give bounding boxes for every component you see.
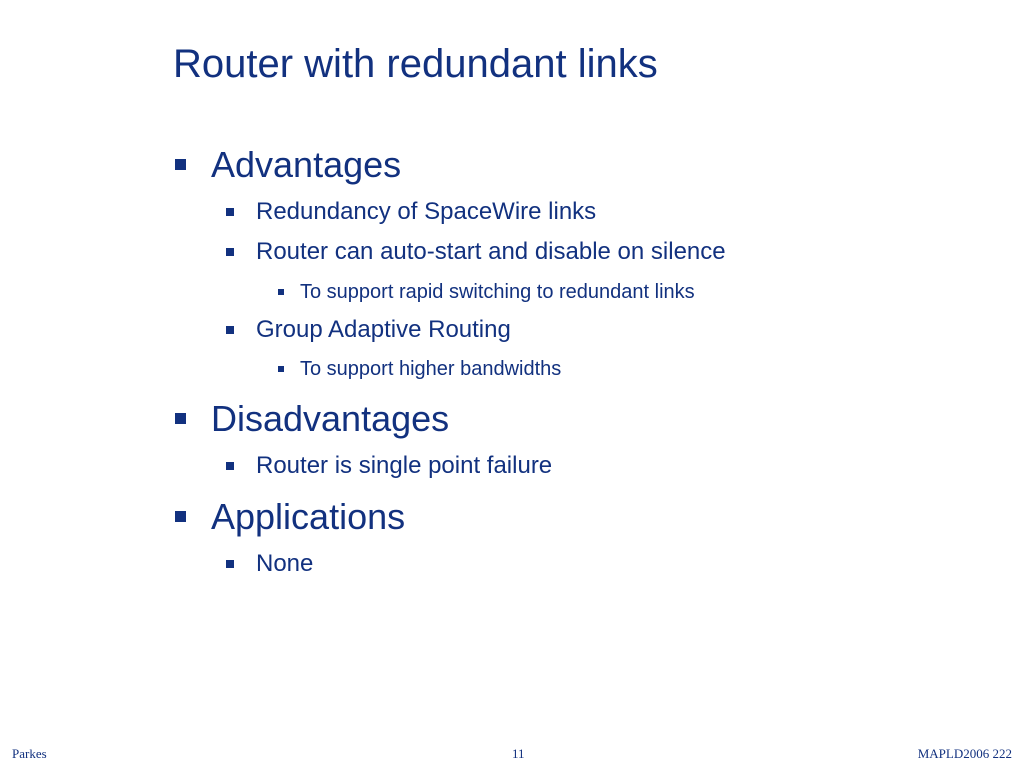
square-bullet-icon bbox=[175, 159, 186, 170]
square-bullet-icon bbox=[278, 289, 284, 295]
footer-author: Parkes bbox=[12, 746, 47, 761]
bullet-text: Group Adaptive Routing bbox=[256, 316, 511, 343]
square-bullet-icon bbox=[175, 511, 186, 522]
square-bullet-icon bbox=[175, 413, 186, 424]
footer-page-number: 11 bbox=[512, 746, 525, 761]
bullet-disadvantages: Disadvantages bbox=[175, 398, 450, 440]
bullet-text: Redundancy of SpaceWire links bbox=[256, 198, 597, 225]
bullet-auto-start: Router can auto-start and disable on sil… bbox=[226, 237, 726, 267]
bullet-text: Router can auto-start and disable on sil… bbox=[256, 238, 726, 265]
bullet-none: None bbox=[226, 549, 314, 579]
square-bullet-icon bbox=[226, 560, 234, 568]
bullet-text: Disadvantages bbox=[211, 398, 450, 439]
bullet-text: Applications bbox=[211, 496, 406, 537]
bullet-group-routing: Group Adaptive Routing bbox=[226, 315, 511, 345]
bullet-redundancy: Redundancy of SpaceWire links bbox=[226, 197, 597, 227]
square-bullet-icon bbox=[226, 208, 234, 216]
bullet-text: To support higher bandwidths bbox=[300, 358, 562, 380]
bullet-text: Advantages bbox=[211, 144, 402, 185]
bullet-applications: Applications bbox=[175, 496, 406, 538]
bullet-single-point: Router is single point failure bbox=[226, 451, 553, 481]
square-bullet-icon bbox=[226, 326, 234, 334]
bullet-text: Router is single point failure bbox=[256, 452, 553, 479]
bullet-text: To support rapid switching to redundant … bbox=[300, 281, 695, 303]
bullet-higher-bandwidths: To support higher bandwidths bbox=[278, 356, 562, 382]
square-bullet-icon bbox=[278, 366, 284, 372]
bullet-text: None bbox=[256, 550, 314, 577]
bullet-advantages: Advantages bbox=[175, 144, 402, 186]
square-bullet-icon bbox=[226, 462, 234, 470]
bullet-rapid-switching: To support rapid switching to redundant … bbox=[278, 279, 695, 305]
slide-title: Router with redundant links bbox=[173, 42, 658, 86]
footer-conference: MAPLD2006 222 bbox=[917, 746, 1012, 761]
square-bullet-icon bbox=[226, 248, 234, 256]
